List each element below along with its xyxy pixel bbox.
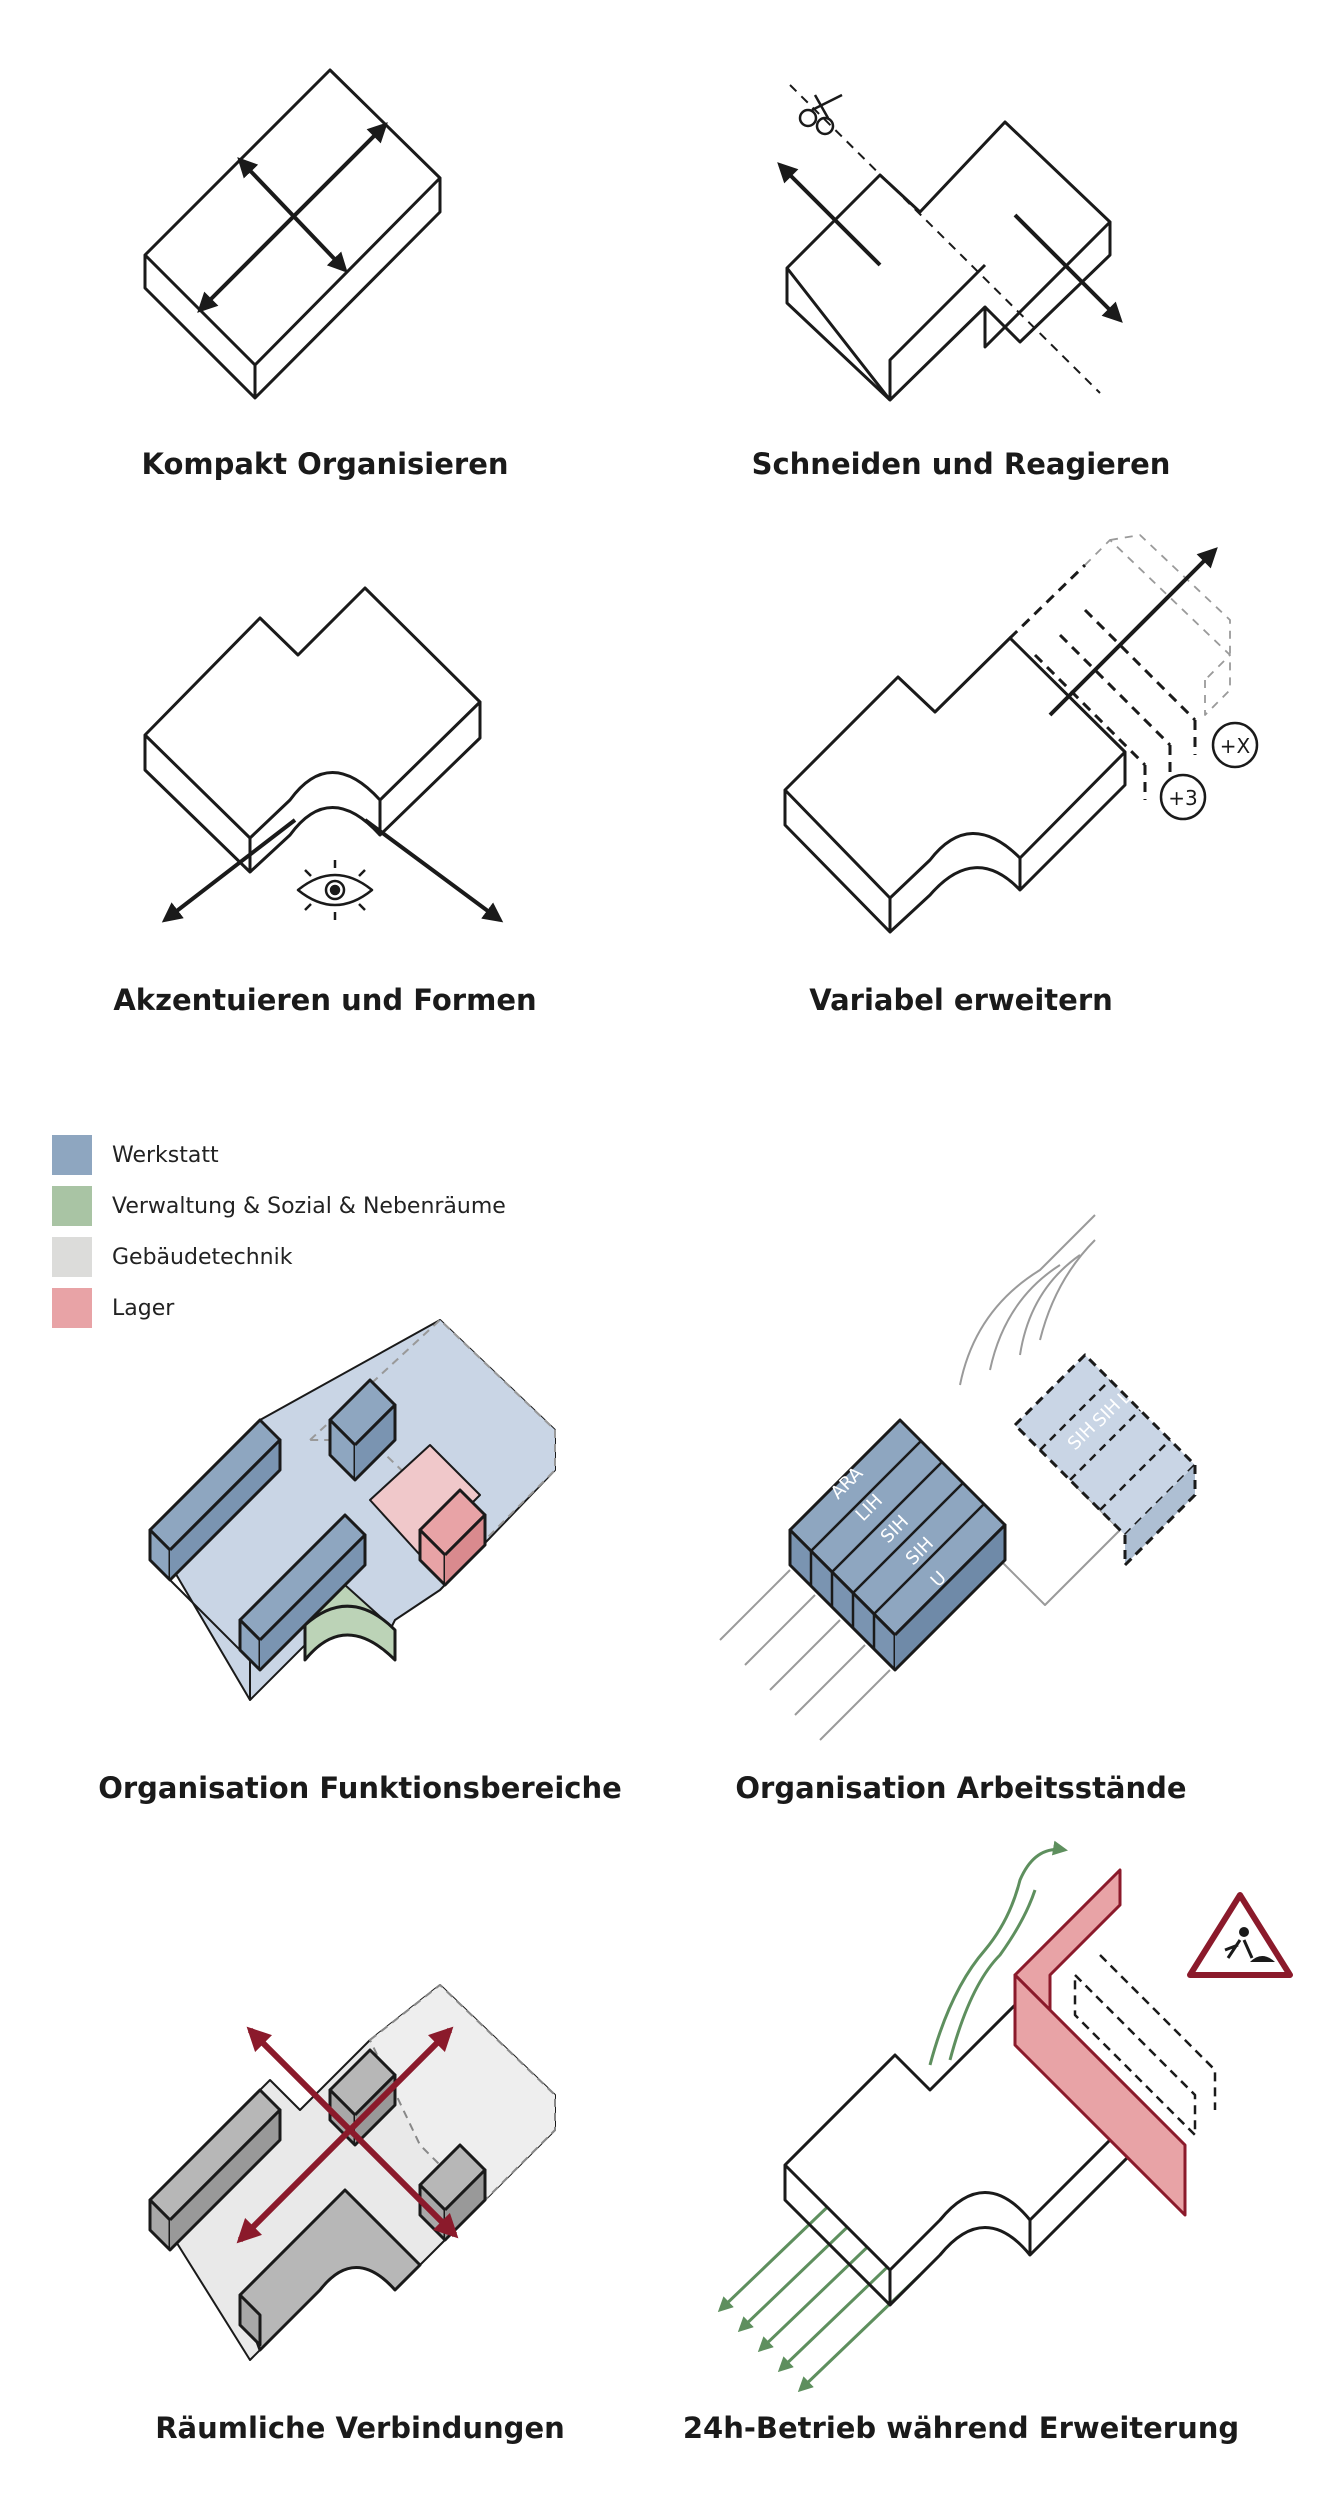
caption-funktionsbereiche: Organisation Funktionsbereiche xyxy=(98,1771,622,1805)
eye-icon xyxy=(296,860,374,920)
badge-three xyxy=(1159,773,1207,821)
diagram-schneiden xyxy=(777,84,1123,402)
caption-24h-betrieb: 24h-Betrieb während Erweiterung xyxy=(682,2411,1240,2445)
legend-label: Verwaltung & Sozial & Nebenräume xyxy=(112,1193,506,1219)
legend-swatch xyxy=(52,1237,92,1277)
caption-kompakt: Kompakt Organisieren xyxy=(141,447,509,481)
caption-arbeitsstaende: Organisation Arbeitsstände xyxy=(735,1771,1187,1805)
badge-x xyxy=(1211,721,1259,769)
badge-x-label: +X xyxy=(1220,734,1251,758)
legend-item: Gebäudetechnik xyxy=(52,1237,292,1277)
legend-item: Werkstatt xyxy=(52,1135,219,1175)
diagram-kompakt xyxy=(143,68,442,400)
legend-item: Lager xyxy=(52,1288,174,1328)
diagram-arbeitsstaende xyxy=(719,1214,1197,1741)
diagram-raeumliche xyxy=(148,1984,556,2361)
caption-variabel: Variabel erweitern xyxy=(809,983,1113,1017)
legend-swatch xyxy=(52,1135,92,1175)
caption-schneiden: Schneiden und Reagieren xyxy=(751,447,1171,481)
badge-three-label: +3 xyxy=(1168,786,1197,810)
legend-label: Lager xyxy=(112,1295,175,1321)
legend-swatch xyxy=(52,1288,92,1328)
legend-swatch xyxy=(52,1186,92,1226)
diagram-variabel xyxy=(783,534,1259,934)
construction-warning-icon xyxy=(1187,1892,1293,1978)
caption-akzentuieren: Akzentuieren und Formen xyxy=(113,983,537,1017)
diagram-akzentuieren xyxy=(143,586,504,923)
caption-raeumliche: Räumliche Verbindungen xyxy=(155,2411,565,2445)
legend-label: Gebäudetechnik xyxy=(112,1244,293,1270)
legend-item: Verwaltung & Sozial & Nebenräume xyxy=(52,1186,506,1226)
diagram-funktionsbereiche xyxy=(148,1319,556,1701)
scissors-icon xyxy=(798,93,843,136)
diagram-24h-betrieb xyxy=(717,1840,1293,2393)
legend-label: Werkstatt xyxy=(112,1142,219,1168)
